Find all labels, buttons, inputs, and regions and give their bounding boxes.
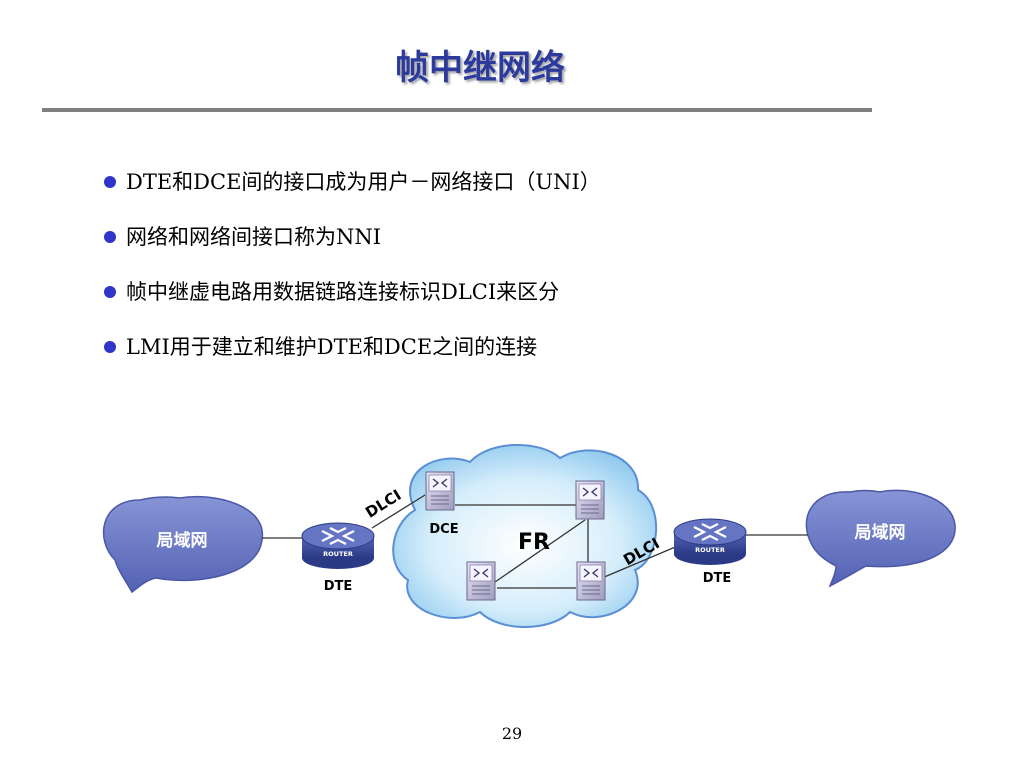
bullet-text: 帧中继虚电路用数据链路连接标识DLCI来区分 bbox=[126, 280, 560, 304]
frame-relay-diagram: 局域网 局域网 bbox=[102, 443, 956, 628]
dce-label: DCE bbox=[429, 522, 458, 537]
frame-relay-switch-icon bbox=[466, 561, 496, 601]
router-badge: ROUTER bbox=[323, 550, 353, 558]
bullet-item: 帧中继虚电路用数据链路连接标识DLCI来区分 bbox=[104, 274, 601, 329]
fr-label: FR bbox=[518, 530, 550, 555]
right-dte-label: DTE bbox=[703, 571, 732, 586]
bullet-dot-icon bbox=[104, 176, 116, 188]
left-dte-label: DTE bbox=[324, 579, 353, 594]
connection-lines bbox=[262, 494, 808, 589]
bullet-list: DTE和DCE间的接口成为用户－网络接口（UNI） 网络和网络间接口称为NNI … bbox=[104, 164, 601, 384]
title-divider bbox=[42, 108, 872, 112]
left-lan-bubble bbox=[102, 495, 264, 594]
left-router-icon: ROUTER bbox=[301, 522, 375, 569]
frame-relay-switch-icon bbox=[576, 561, 606, 601]
bullet-text: DTE和DCE间的接口成为用户－网络接口（UNI） bbox=[126, 170, 601, 194]
frame-relay-switch-icon bbox=[575, 480, 605, 520]
dce-switch-icon bbox=[425, 471, 455, 511]
slide-title: 帧中继网络 bbox=[395, 48, 565, 88]
bullet-dot-icon bbox=[104, 231, 116, 243]
page-number: 29 bbox=[501, 724, 523, 743]
right-router-icon: ROUTER bbox=[673, 518, 747, 565]
bullet-item: 网络和网络间接口称为NNI bbox=[104, 219, 601, 274]
bullet-text: LMI用于建立和维护DTE和DCE之间的连接 bbox=[126, 335, 538, 359]
right-lan-bubble bbox=[805, 489, 956, 588]
bullet-item: LMI用于建立和维护DTE和DCE之间的连接 bbox=[104, 329, 601, 384]
right-lan-label: 局域网 bbox=[855, 522, 906, 543]
bullet-text: 网络和网络间接口称为NNI bbox=[126, 225, 382, 249]
bullet-dot-icon bbox=[104, 341, 116, 353]
router-badge: ROUTER bbox=[695, 546, 725, 554]
left-lan-label: 局域网 bbox=[157, 530, 208, 551]
bullet-item: DTE和DCE间的接口成为用户－网络接口（UNI） bbox=[104, 164, 601, 219]
left-dlci-label: DLCI bbox=[362, 486, 404, 522]
bullet-dot-icon bbox=[104, 286, 116, 298]
